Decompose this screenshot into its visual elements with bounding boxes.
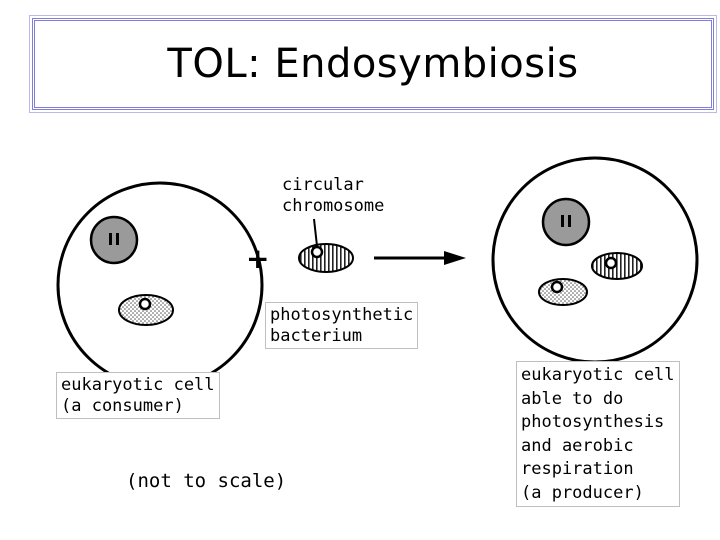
chromosome-pointer <box>313 218 318 247</box>
photosynthetic-bacterium-label: photosynthetic bacterium <box>265 302 419 349</box>
nucleus-left <box>89 215 139 265</box>
mitochondrion-left <box>118 294 174 326</box>
plus-sign: + <box>246 242 269 275</box>
eukaryotic-cell-right <box>491 156 699 364</box>
nucleus-right <box>541 197 591 247</box>
eukaryotic-consumer-label: eukaryotic cell (a consumer) <box>56 372 220 419</box>
chloroplast-right <box>591 252 643 280</box>
circular-chromosome-label: circular chromosome <box>282 175 385 216</box>
title-box: TOL: Endosymbiosis <box>29 15 717 113</box>
not-to-scale-label: (not to scale) <box>126 470 287 492</box>
mitochondrion-right <box>538 278 588 306</box>
eukaryotic-cell-left <box>56 181 264 389</box>
eukaryotic-producer-label: eukaryotic cell able to do photosynthesi… <box>516 361 680 507</box>
photosynthetic-bacterium <box>298 218 354 273</box>
arrow-right <box>374 251 466 265</box>
page-title: TOL: Endosymbiosis <box>167 41 579 87</box>
